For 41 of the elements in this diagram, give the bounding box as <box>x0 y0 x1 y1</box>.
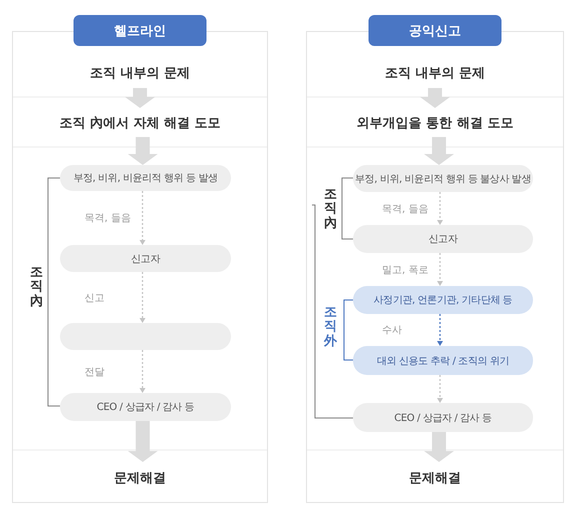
step-heading: 문제해결 <box>12 462 268 494</box>
step-heading: 조직 내부의 문제 <box>306 58 564 88</box>
block-arrow <box>128 137 158 165</box>
step-heading: 외부개입을 통한 해결 도모 <box>306 108 564 137</box>
edge-label: 신고 <box>84 292 104 304</box>
arrow <box>437 314 443 346</box>
step-pill: CEO / 상급자 / 감사 등 <box>60 393 231 421</box>
panel <box>306 15 564 503</box>
arrow <box>140 272 146 323</box>
step-heading: 조직 내부의 문제 <box>12 58 268 88</box>
panel-tab: 공익신고 <box>368 15 502 46</box>
group-label: 조직 內 <box>30 266 43 309</box>
block-arrow <box>420 88 450 108</box>
block-arrow <box>125 88 155 108</box>
panel <box>12 15 268 503</box>
step-pill: 부정, 비위, 비윤리적 행위 등 발생 <box>60 165 231 191</box>
step-heading: 문제해결 <box>306 462 564 494</box>
block-arrow <box>424 137 454 165</box>
arrow <box>437 192 443 225</box>
step-pill: 신고자 <box>353 225 533 253</box>
step-pill: 부정, 비위, 비윤리적 행위 등 불상사 발생 <box>353 165 533 192</box>
edge-label: 밀고, 폭로 <box>382 264 428 276</box>
block-arrow <box>424 432 454 462</box>
arrow <box>140 350 146 393</box>
step-pill: 신고자 <box>60 245 231 272</box>
step-pill: 사정기관, 언론기관, 기타단체 등 <box>353 286 533 314</box>
arrow <box>437 253 443 286</box>
step-pill: 대외 신용도 추락 / 조직의 위기 <box>353 346 533 375</box>
group-label: 조직 外 <box>324 306 337 349</box>
step-heading: 조직 內에서 자체 해결 도모 <box>12 108 268 137</box>
edge-label: 전달 <box>84 366 104 378</box>
edge-label: 목격, 들음 <box>84 212 131 225</box>
panel-tab: 헬프라인 <box>74 15 206 46</box>
step-pill: CEO / 상급자 / 감사 등 <box>353 403 533 432</box>
arrow <box>140 191 146 245</box>
group-label: 조직 內 <box>324 188 337 231</box>
arrow <box>437 375 443 403</box>
edge-label: 수사 <box>382 324 402 337</box>
block-arrow <box>128 421 158 462</box>
edge-label: 목격, 들음 <box>382 202 428 216</box>
step-pill <box>60 323 231 350</box>
